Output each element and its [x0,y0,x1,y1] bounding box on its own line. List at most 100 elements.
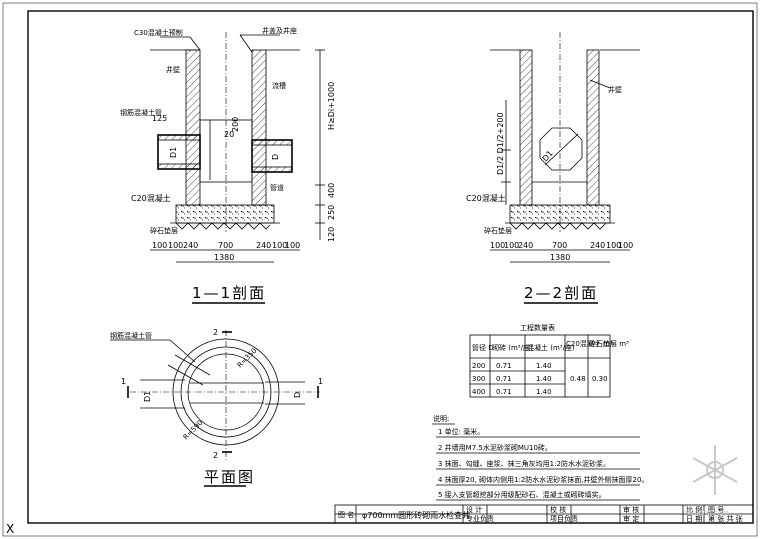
plan-label-pipe: 钢筋混凝土管 [110,331,152,340]
s2-right-wall [586,49,600,206]
note-2: 2 井墙用M7.5水泥砂浆砌MU10砖。 [438,443,552,452]
notes-heading: 说明: [433,414,449,423]
s2-dim-b: 100 [504,241,519,250]
plan-mark-bottom: 2 [213,451,218,460]
s1-dim-e: 240 [256,241,271,250]
tb-cell-label: 图 名 [338,510,354,519]
s1-dim-120: 120 [327,227,336,242]
s1-label-wall: 井壁 [166,65,180,74]
s1-dim-250: 250 [327,205,336,220]
td-1-3: 0.48 [570,375,586,383]
s2-base [509,204,611,224]
s1-label-125: 125 [152,114,167,123]
note-3: 3 抹面、勾缝、座浆、抹三角灰均用1:2防水水泥砂浆。 [438,459,610,468]
section-2-2 [490,32,640,263]
s1-dim-g: 100 [285,241,300,250]
s2-dim-f: 100 [606,241,621,250]
section-1-1 [150,32,325,263]
title-block [334,504,754,524]
plan-view [110,330,320,460]
plan-title: 平面图 [204,468,255,486]
s2-dim-e: 240 [590,241,605,250]
td-0-1: 0.71 [496,362,512,370]
th-1: 砌砖 (m³/座) [492,343,533,352]
note-4: 4 抹面厚20, 砌体内侧用1:2防水水泥砂浆抹面,井壁外侧抹面厚20。 [438,475,648,484]
s1-title: 1—1剖面 [192,284,266,302]
s1-label-stone: 碎石垫层 [150,226,178,235]
table-caption: 工程数量表 [520,323,555,332]
s1-dim-c: 240 [183,241,198,250]
tb-design: 设 计 [466,505,482,514]
s2-dim-total: 1380 [550,253,570,262]
td-1-0: 300 [472,375,485,383]
right-wall [251,49,267,206]
s2-dim-c: 240 [518,241,533,250]
th-3: C20混凝土 m³ [566,339,613,348]
s2-dim-v: D1/2 D1/2+200 [496,112,505,175]
notes-block [432,423,640,501]
tb-check: 校 核 [550,505,566,514]
s1-label-D1: D1 [169,147,178,158]
s1-dim-h: H≥Di+1000 [327,82,336,130]
tb-date: 日 期 [686,515,702,523]
plan-mark-right: 1 [318,377,323,386]
s2-left-wall [519,49,533,206]
td-2-1: 0.71 [496,388,512,396]
th-0: 管径 D [472,343,494,352]
s1-dim-d: 700 [218,241,233,250]
s1-dim-a: 100 [152,241,167,250]
tb-sheet: 第 张 共 张 [708,514,743,523]
s2-label-wall: 井壁 [608,85,622,94]
tb-leader: 专业负责 [466,514,494,523]
s1-dim-f: 100 [272,241,287,250]
s1-label-pipe-right: 管道 [270,183,284,192]
s1-label-top-wall: C30混凝土预制 [134,28,183,37]
s1-label-inner: 流槽 [272,81,286,90]
s2-dim-d: 700 [552,241,567,250]
s1-dim-b: 100 [168,241,183,250]
pipe-opening [539,127,583,171]
s1-dim-400: 400 [327,183,336,198]
note-1: 1 单位: 毫米。 [438,427,484,436]
td-1-4: 0.30 [592,375,608,383]
s2-dim-g: 100 [618,241,633,250]
s1-label-20: 20 [224,130,234,139]
td-1-1: 0.71 [496,375,512,383]
corner-mark: X [6,522,14,536]
watermark-logo [692,445,738,495]
plan-label-D: D [293,392,302,398]
td-0-2: 1.40 [536,362,552,370]
s2-title: 2—2剖面 [524,284,598,302]
s2-label-stone: 碎石垫层 [484,226,512,235]
td-2-2: 1.40 [536,388,552,396]
td-2-0: 400 [472,388,485,396]
s1-label-pipe-left: 钢筋混凝土管 [120,108,162,117]
s1-dim-total: 1380 [214,253,234,262]
tb-project-lead: 项目负责 [550,514,578,523]
watermark-text: zhulong.com [684,509,729,517]
s1-label-200: 200 [231,117,240,132]
inner-border [27,10,754,524]
plan-label-D1: D1 [143,391,152,402]
tb-approve: 审 定 [623,514,639,523]
s1-label-c20: C20混凝土 [131,193,171,203]
tb-scale: 比 例 [686,505,702,514]
left-wall [185,49,201,206]
plan-mark-top: 2 [213,328,218,337]
s1-label-cover: 井盖及井座 [262,26,297,35]
tb-drawing-no: 图 号 [708,506,724,514]
td-1-2: 1.40 [536,375,552,383]
base-concrete [175,204,275,224]
td-0-0: 200 [472,362,485,370]
plan-mark-left: 1 [121,377,126,386]
note-5: 5 接入支管超挖部分用级配砂石、混凝土或砌砖填实。 [438,490,606,499]
th-2: 混凝土 (m³/座) [527,343,575,352]
th-4: 碎石垫层 m³ [589,339,629,348]
s2-label-c20: C20混凝土 [466,193,506,203]
s2-dim-a: 100 [490,241,505,250]
s1-label-D: D [271,154,280,160]
quantity-table [469,334,611,398]
tb-drawing-title: φ700mm圆形砖砌雨水检查井 [362,510,470,520]
